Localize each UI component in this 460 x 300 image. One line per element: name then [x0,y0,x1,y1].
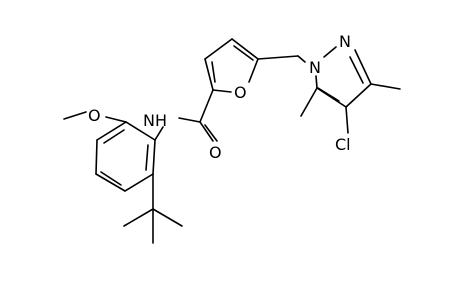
bond [125,121,156,141]
bond [199,121,214,142]
methyl-bond [370,83,401,90]
double-bond [233,45,254,61]
chloro-bond [345,106,349,134]
bond [204,58,214,91]
tert-butyl-group [123,173,183,244]
amide-nh-label: NH [143,111,167,130]
bond [95,173,126,192]
pyrazole-n2-label: N [339,32,351,51]
methoxy-oxygen-label: O [88,106,101,125]
double-bond [317,87,340,102]
bond [95,139,98,175]
bond [231,38,259,60]
bond [345,83,372,108]
bond [124,173,154,192]
bond [152,139,156,175]
double-bond [204,124,218,142]
pyrazole-ring [315,46,372,108]
bond [154,126,164,141]
furan-ring [204,38,259,93]
bond [204,38,233,60]
chlorine-label: Cl [335,135,351,154]
bond [248,58,259,83]
bond [152,208,183,227]
bond [123,208,154,227]
bond [178,117,201,123]
methyl-bond [300,87,318,117]
methoxy-group [63,111,127,123]
bond [96,121,127,141]
double-bond [103,129,125,144]
amide-group [154,89,218,142]
bond [105,116,127,123]
double-bond [100,171,122,186]
pyrazole-n1-label: N [309,58,321,77]
benzene-ring [95,121,156,192]
bond [354,49,372,85]
methylene-bond [297,55,306,63]
bond [63,111,87,120]
carbonyl-oxygen-label: O [209,143,222,162]
bond [323,46,337,58]
double-bond [211,61,216,83]
methylene-bond [257,55,299,60]
bond [315,75,318,89]
bond [212,89,232,93]
bond [199,89,214,123]
double-bond [349,56,364,84]
double-bond [145,144,149,171]
furan-oxygen-label: O [234,83,247,102]
